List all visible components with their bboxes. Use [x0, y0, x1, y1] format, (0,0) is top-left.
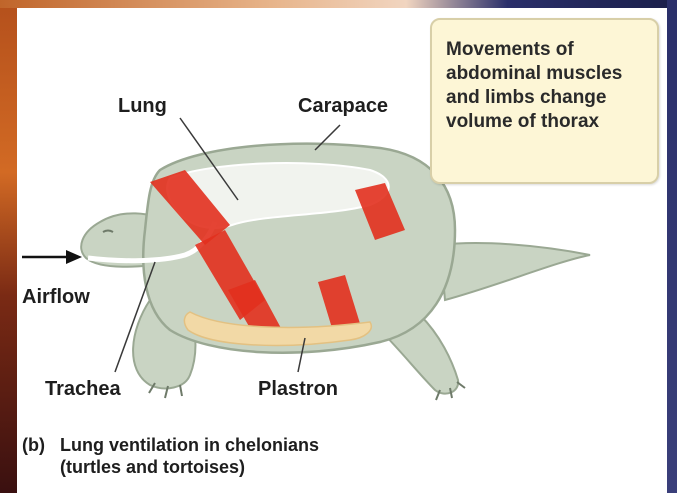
caption-line-2: (turtles and tortoises) — [60, 457, 245, 477]
tail — [440, 243, 590, 300]
label-trachea: Trachea — [45, 378, 121, 401]
caption-letter: (b) — [22, 434, 60, 456]
label-airflow: Airflow — [22, 286, 90, 309]
label-lung: Lung — [118, 95, 167, 118]
label-carapace: Carapace — [298, 95, 388, 118]
explanation-box: Movements of abdominal muscles and limbs… — [430, 18, 659, 184]
caption-line-1: Lung ventilation in chelonians — [60, 435, 319, 455]
explanation-text: Movements of abdominal muscles and limbs… — [446, 38, 646, 134]
label-plastron: Plastron — [258, 378, 338, 401]
airflow-arrowhead — [66, 250, 82, 264]
figure-caption: (b)Lung ventilation in chelonians (turtl… — [22, 434, 319, 478]
